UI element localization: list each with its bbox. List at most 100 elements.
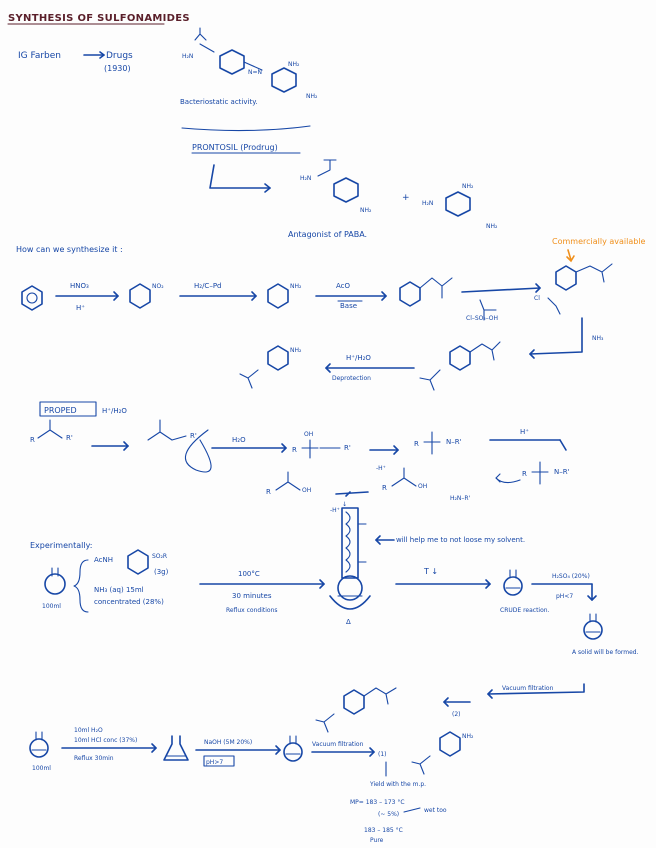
carboxylic-acid-product: R OH [266, 471, 351, 497]
wet-note: wet too [424, 807, 447, 814]
approx-yield-label: (~ 5%) [378, 811, 399, 818]
benzene-ring [21, 285, 43, 311]
nh3-label: NH₃ [592, 335, 604, 342]
svg-text:R: R [266, 488, 271, 496]
svg-text:R: R [30, 436, 35, 444]
sulfanilamide-product: NH₂ [239, 345, 302, 389]
deprotection-label: Deprotection [332, 375, 371, 382]
tetrahedral-intermediate-2: R N–R' H⁺ [414, 428, 567, 455]
final-vacuum-label: Vacuum filtration [312, 741, 364, 748]
vacuum-filtration-arrow [487, 683, 585, 695]
svg-text:SO₂R: SO₂R [152, 553, 167, 560]
svg-text:↓: ↓ [342, 501, 347, 508]
synthesis-route: HNO₃ H⁺ NO₂ H₂/C–Pd NH₂ AcO Base Cl–SO₂–… [21, 263, 613, 322]
svg-text:R: R [522, 470, 527, 478]
no2-label: NO₂ [152, 283, 164, 290]
acid-ph-label: pH<7 [556, 593, 573, 600]
solid-flask [583, 613, 603, 640]
experimentally-label: Experimentally: [30, 541, 92, 550]
svg-text:R: R [382, 484, 387, 492]
protected-sulfonamide [419, 341, 501, 391]
reflux-conditions-label: Reflux conditions [226, 607, 278, 614]
water-volume-label: 10ml H₂O [74, 727, 103, 734]
sulfanilamide-structure: H₂N NH₂ [300, 159, 372, 214]
naoh-label: NaOH (5M 20%) [204, 739, 252, 746]
prontosil-label: PRONTOSIL (Prodrug) [192, 143, 278, 152]
deprotonation-label-2: -H⁺ [330, 507, 340, 514]
step-one-label: (1) [378, 751, 387, 758]
svg-text:NH₂: NH₂ [486, 223, 498, 230]
svg-text:R': R' [190, 432, 197, 440]
crude-label: CRUDE reaction. [500, 607, 550, 614]
svg-text:R': R' [66, 434, 73, 442]
svg-text:OH: OH [304, 431, 313, 438]
metabolism-arrowhead [264, 183, 271, 193]
base-label: Base [340, 302, 357, 310]
svg-text:AcNH: AcNH [94, 556, 113, 564]
svg-text:NH₂: NH₂ [462, 733, 474, 740]
triaminobenzene-structure: H₂N NH₂ NH₂ [422, 183, 498, 230]
aniline-ring [267, 283, 289, 309]
tetrahedral-intermediate: R OH R' -H⁺ [292, 431, 399, 472]
svg-text:OH: OH [302, 487, 311, 494]
temperature-label: 100°C [238, 570, 260, 578]
metabolism-arrow [209, 164, 271, 189]
prontosil-so2-label: H₂N [182, 53, 193, 60]
final-flask-volume: 100ml [32, 765, 51, 772]
step-two-label: (2) [452, 711, 461, 718]
final-reflux-label: Reflux 30min [74, 755, 114, 762]
svg-text:N–R': N–R' [554, 468, 570, 476]
intro-arrowhead [99, 51, 105, 59]
ammonia-volume: NH₃ (aq) 15ml [94, 586, 144, 594]
pure-label: Pure [370, 837, 384, 844]
hplus-label-1: H⁺ [76, 304, 85, 312]
plus-sign: + [402, 193, 410, 203]
heat-symbol: Δ [346, 618, 351, 626]
svg-text:(3g): (3g) [154, 568, 169, 576]
ac2o-label: AcO [336, 282, 351, 290]
condenser-note: will help me to not loose my solvent. [396, 536, 525, 544]
base-ph-label: pH>7 [206, 759, 223, 766]
synthesis-question: How can we synthesize it : [16, 245, 123, 254]
hcl-label: 10ml HCl conc (37%) [74, 737, 137, 744]
round-flask-heating [329, 575, 371, 610]
svg-text:N=N: N=N [248, 69, 262, 76]
final-sulfanilamide: NH₂ [411, 731, 474, 775]
hno3-label: HNO₃ [70, 282, 89, 290]
mechanism-hplus: H⁺ [520, 428, 529, 436]
svg-text:OH: OH [418, 483, 427, 490]
sulfuric-acid-label: H₂SO₄ (20%) [552, 573, 590, 580]
melting-point-label: MP= 183 – 173 °C [350, 799, 405, 806]
proposed-label: PROPED [44, 406, 77, 415]
prontosil-structure: H₂N N=N NH₂ NH₂ [182, 27, 318, 100]
ph-box [203, 755, 235, 767]
flask-volume-label: 100ml [42, 603, 61, 610]
mechanism-step-protonated: R N–R' [495, 461, 570, 485]
carboxylic-acid-intermediate: R OH H₂N–R' [382, 467, 471, 502]
ammonia-concentration: concentrated (28%) [94, 598, 164, 606]
amination-arrow [529, 317, 583, 355]
h2-pd-label: H₂/C–Pd [194, 282, 221, 290]
svg-text:R: R [414, 440, 419, 448]
activity-label: Bacteriostatic activity. [180, 98, 258, 106]
water-label: H₂O [232, 436, 246, 444]
bracket-curve [181, 125, 311, 132]
acetylsulfonyl-reagent: AcNH SO₂R (3g) [94, 549, 169, 576]
nh2-label: NH₂ [290, 283, 302, 290]
acetanilide-ring [399, 281, 421, 307]
svg-text:R': R' [344, 444, 351, 452]
drugs-label: Drugs [106, 51, 133, 61]
mechanism-step-2: R' H₂O [147, 419, 287, 473]
svg-text:NH₂: NH₂ [360, 207, 372, 214]
amine-leaving-label: H₂N–R' [450, 495, 471, 502]
final-flask-1 [29, 731, 49, 758]
deprotonation-label: -H⁺ [376, 465, 386, 472]
svg-text:N–R': N–R' [446, 438, 462, 446]
h2n-label: H₂N [300, 175, 311, 182]
reflux-condenser: ↓ [341, 501, 367, 579]
svg-text:H₂N: H₂N [422, 200, 433, 207]
pure-melting-point: 183 – 185 °C [364, 827, 403, 834]
page-title: SYNTHESIS OF SULFONAMIDES [8, 13, 190, 24]
chlorosulfonation-arrow [461, 287, 541, 293]
